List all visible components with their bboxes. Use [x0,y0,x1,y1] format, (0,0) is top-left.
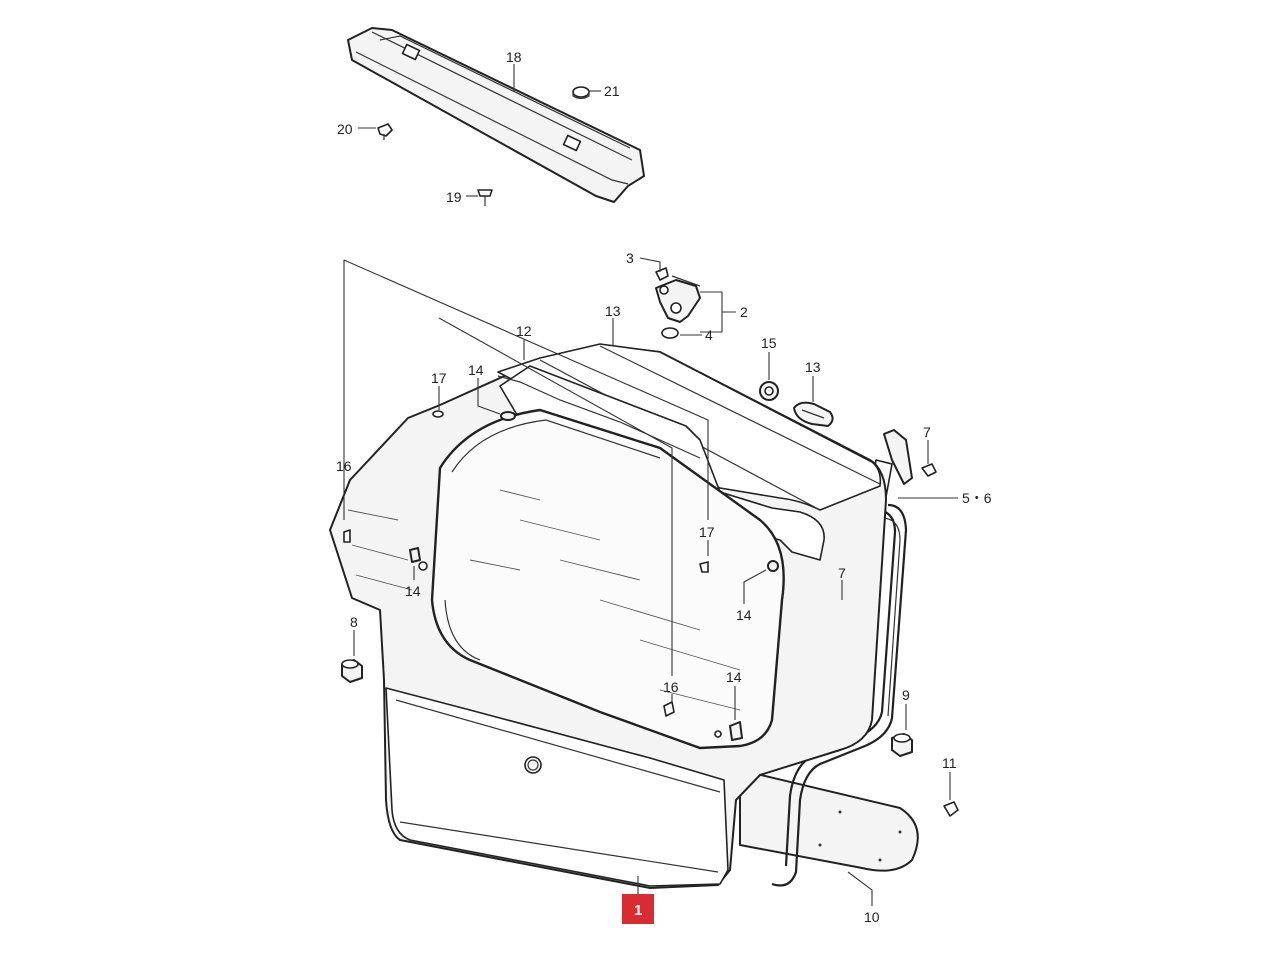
callout-14-right: 14 [736,607,752,623]
part-16-stopper-a[interactable] [343,529,351,543]
callout-19: 19 [446,189,462,205]
callout-17-upper: 17 [431,370,447,386]
part-9-bumper[interactable] [891,733,913,757]
callout-10: 10 [864,909,880,925]
callout-1: 1 [634,902,642,919]
part-21-cap[interactable] [572,86,590,100]
part-14-clip-c[interactable] [767,560,779,572]
callout-20: 20 [337,121,353,137]
part-10-trim-panel[interactable] [739,769,919,872]
callout-14-left: 14 [405,583,421,599]
part-18-spoiler[interactable] [347,27,645,203]
callout-2: 2 [740,304,748,320]
callout-17-lower: 17 [699,524,715,540]
leader-lines [343,64,958,906]
part-19-screw[interactable] [477,189,493,206]
part-17-stopper-a[interactable] [432,410,444,418]
callout-12: 12 [516,323,532,339]
part-17-stopper-b[interactable] [699,561,709,573]
callout-9: 9 [902,687,910,703]
callout-5-6: 5・6 [962,490,992,506]
callout-16-lower: 16 [663,679,679,695]
callout-labels: 18 21 20 19 3 2 4 12 13 15 13 17 14 7 16… [336,49,992,925]
callout-7-lower: 7 [838,565,846,581]
part-15-bumper[interactable] [759,381,779,401]
part-8-bumper[interactable] [341,659,363,683]
callout-8: 8 [350,614,358,630]
callout-16-left: 16 [336,458,352,474]
callout-4: 4 [705,327,713,343]
callout-1-highlight[interactable]: 1 [622,894,654,924]
callout-3: 3 [626,250,634,266]
callout-21: 21 [604,83,620,99]
part-2-hinge[interactable] [655,275,701,323]
part-14-clip-d[interactable] [714,721,743,741]
part-13-weatherstrip[interactable] [771,503,908,887]
callout-15: 15 [761,335,777,351]
part-13-grommet[interactable] [793,401,834,427]
part-7-bolt-upper[interactable] [921,463,937,477]
highlight-box [622,894,654,924]
callout-18: 18 [506,49,522,65]
part-16-stopper-b[interactable] [663,701,675,717]
part-11-clip[interactable] [943,801,959,817]
part-20-clip[interactable] [377,123,393,140]
callout-11: 11 [942,755,957,771]
callout-13-right: 13 [805,359,821,375]
callout-13-upper: 13 [605,303,621,319]
callout-7-upper: 7 [923,424,931,440]
callout-14-lower: 14 [726,669,742,685]
part-4-nut[interactable] [661,327,679,339]
part-3-bolt[interactable] [655,267,669,281]
part-14-clip-a[interactable] [500,411,516,421]
part-14-clip-b[interactable] [409,547,428,571]
callout-14-upper: 14 [468,362,484,378]
part-1-tailgate[interactable] [329,343,887,889]
